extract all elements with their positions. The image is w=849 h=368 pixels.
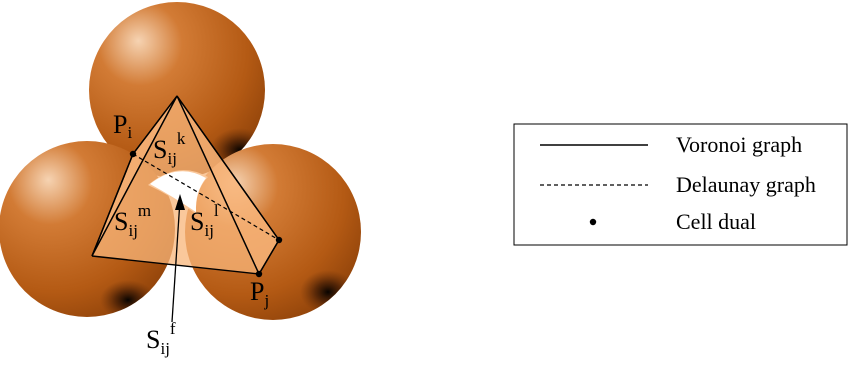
legend-voronoi-label: Voronoi graph: [676, 132, 802, 157]
legend-cell-dual-dot: [589, 218, 597, 226]
label-s-ij-l: Sijl: [190, 201, 219, 240]
cell-dual-point-pi: [129, 150, 137, 158]
legend-cell-dual-label: Cell dual: [676, 209, 756, 234]
label-s-ij-k: Sijk: [153, 129, 186, 168]
label-p-i: Pi: [113, 110, 132, 142]
label-s-ij-m: Sijm: [114, 201, 151, 240]
pore-gap: [150, 171, 206, 212]
label-s-ij-f: Sijf: [146, 319, 176, 358]
cell-dual-point-pj: [255, 270, 263, 278]
label-p-j: Pj: [250, 277, 269, 310]
delaunay-edge: [132, 153, 280, 241]
legend: Voronoi graph Delaunay graph Cell dual: [513, 123, 848, 246]
cell-dual-point-right: [275, 236, 283, 244]
legend-delaunay-label: Delaunay graph: [676, 172, 816, 197]
pore-arrow: [171, 194, 185, 323]
